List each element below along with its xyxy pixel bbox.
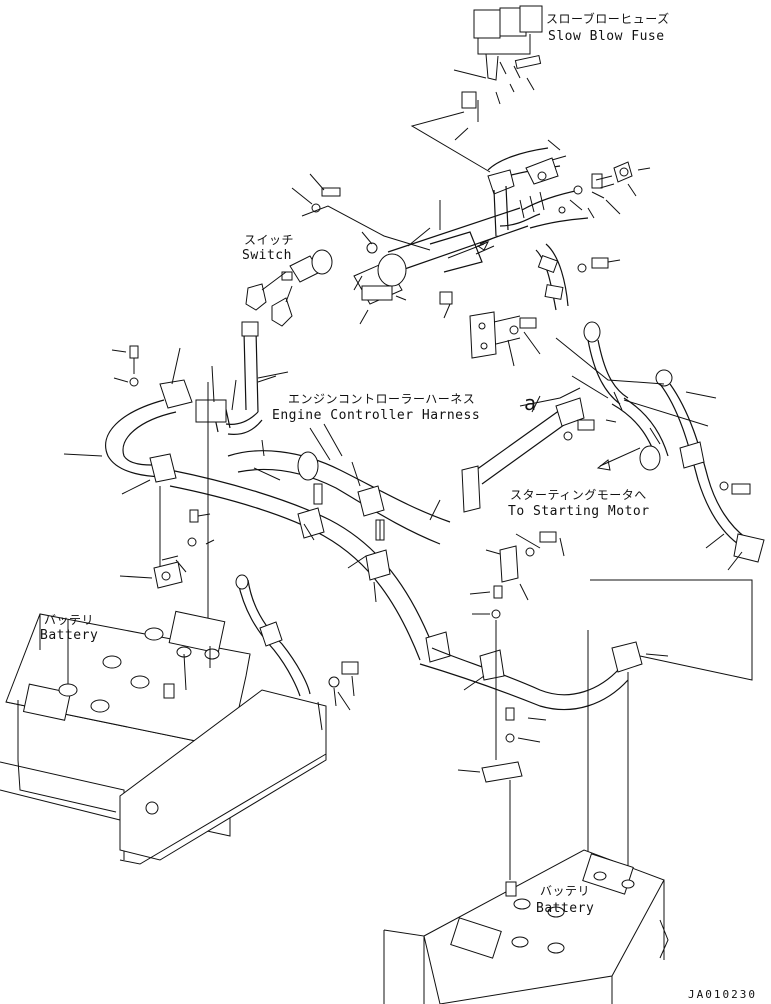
harness-label-en: Engine Controller Harness [272, 408, 481, 423]
view-mark-a: a [524, 391, 537, 415]
harness-label-jp: エンジンコントローラーハーネス [288, 392, 476, 406]
starter-cables [555, 321, 765, 563]
switch-label-en: Switch [242, 248, 292, 263]
left-battery-cable [105, 379, 643, 711]
switch-cable [195, 399, 263, 435]
slow-blow-fuse-label-jp: スローブローヒューズ [546, 12, 670, 26]
starter-label-en: To Starting Motor [508, 504, 650, 519]
right-battery-hardware [457, 579, 753, 880]
left-battery [0, 610, 327, 865]
left-battery-top-cable [235, 574, 359, 707]
slow-blow-fuse [453, 5, 543, 141]
upper-cables [387, 189, 589, 311]
switch-label-jp: スイッチ [244, 233, 295, 247]
fuse-leaders [410, 77, 535, 173]
support-bracket [461, 311, 617, 601]
relay-mount-bolts [291, 173, 453, 319]
drawing-code: JA010230 [688, 988, 757, 1001]
relay-bundle [487, 139, 567, 237]
battery-left-label-jp: バッテリ [44, 613, 95, 627]
engine-controller-harness [227, 423, 451, 545]
left-clamp-hardware [63, 345, 215, 668]
callout-leaders [171, 199, 743, 731]
slow-blow-fuse-label-en: Slow Blow Fuse [548, 29, 665, 44]
battery-relay [353, 231, 407, 325]
switch-assembly [241, 249, 333, 413]
starter-label-jp: スターティングモータへ [510, 488, 647, 502]
battery-left-label-en: Battery [40, 628, 99, 643]
right-battery [383, 849, 669, 1004]
battery-right-label-jp: バッテリ [540, 884, 591, 898]
direction-arrows [447, 241, 641, 471]
upper-bolts [558, 161, 651, 273]
battery-right-label-en: Battery [536, 901, 595, 916]
